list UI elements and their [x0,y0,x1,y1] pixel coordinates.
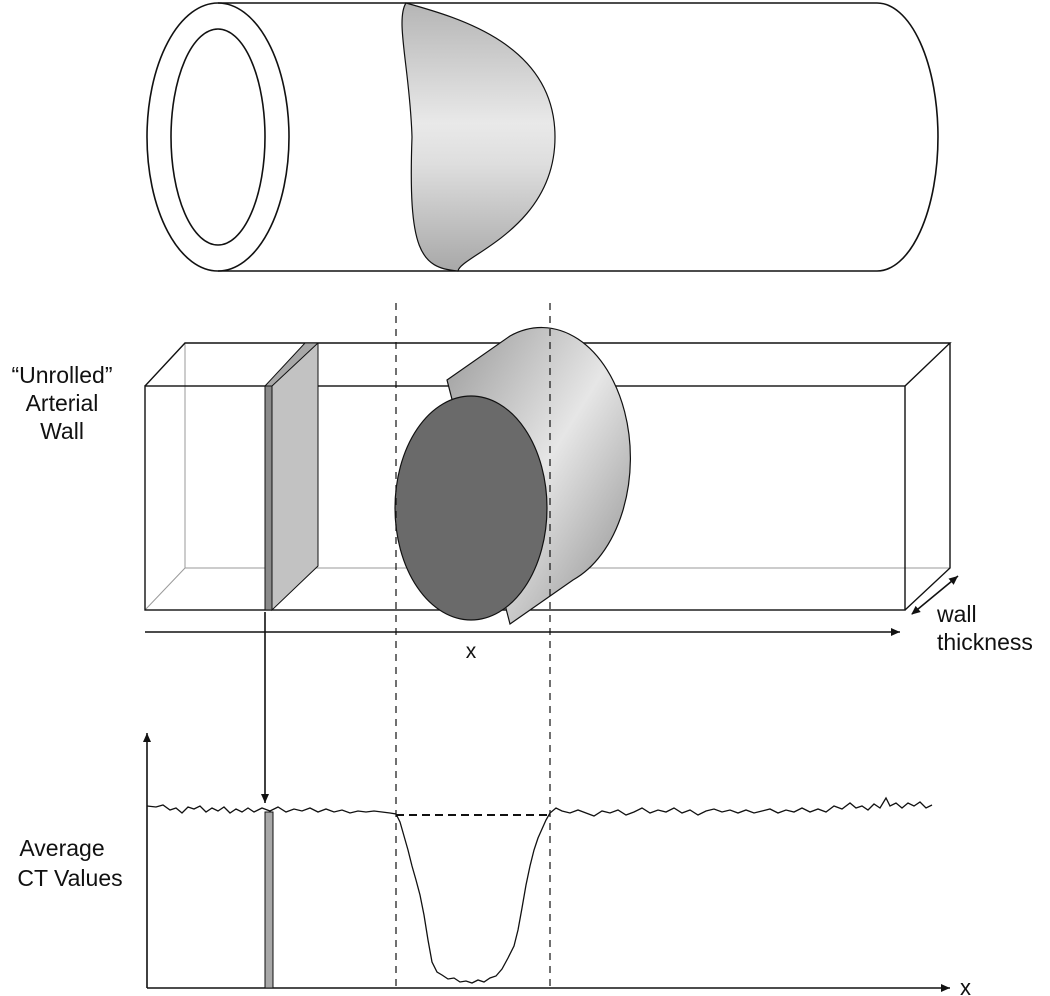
plot-x-label: x [960,975,971,996]
box-back-diagonal [144,567,186,611]
wall-thickness-label-line2: thickness [937,629,1033,655]
tube-lumen [170,28,266,246]
wall-slice-top [263,342,320,387]
avg-ct-label-line2: CT Values [17,865,122,891]
unrolled-label-line2: Arterial [26,390,99,416]
avg-ct-label-line1: Average [19,835,104,861]
artery-tube [146,2,939,272]
wall-thickness-arrow [911,575,959,615]
unrolled-label-line3: Wall [40,418,84,444]
tube-outer-rim [146,2,290,272]
mid-x-label: x [466,640,477,663]
ct-profile-line [146,796,933,984]
unrolled-wall-box [144,326,952,625]
wall-slice [264,385,273,611]
wall-slice-side [271,342,319,612]
tube-outline [218,2,939,272]
unrolled-label-line1: “Unrolled” [12,362,113,388]
box-right-face [904,343,951,611]
wall-thickness-label-line1: wall [936,601,977,627]
ct-profile-plot: x [143,612,971,996]
plaque-cylinder-face [394,395,548,621]
plot-slice-bar [264,811,274,989]
plaque-band [401,2,556,272]
